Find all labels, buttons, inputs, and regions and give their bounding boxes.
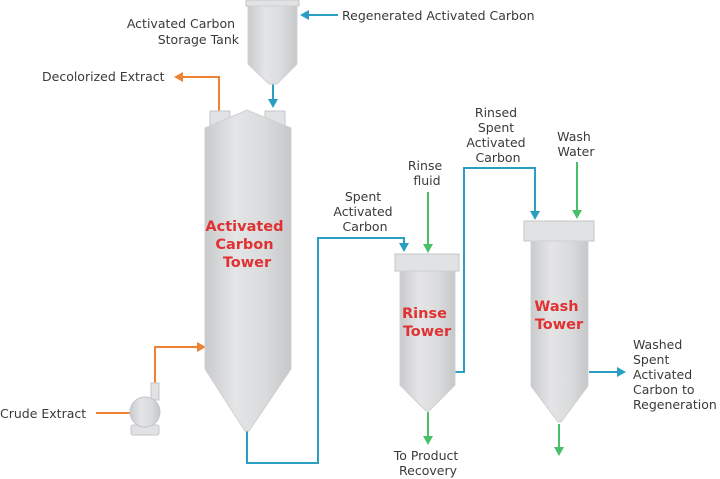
arrow-wash-water-icon — [572, 210, 582, 219]
arrow-tank-icon — [268, 99, 278, 108]
decolorized-label: Decolorized Extract — [42, 69, 165, 84]
storage-tank — [247, 5, 298, 85]
wash-tower-label: Wash Tower — [534, 299, 584, 333]
rinse-tower — [399, 270, 456, 412]
feed-pipe — [154, 346, 198, 385]
crude-extract-label: Crude Extract — [0, 406, 86, 421]
rinse-tower-label: Rinse Tower — [402, 306, 452, 340]
arrow-rinse-fluid-icon — [423, 244, 433, 253]
wash-tower — [530, 240, 589, 423]
spent-carbon-pipe — [246, 237, 405, 464]
arrow-regenerated-icon — [300, 10, 309, 20]
activated-carbon-tower — [204, 109, 292, 432]
storage-tank-top — [245, 0, 300, 7]
arrow-spent-icon — [399, 243, 409, 252]
storage-tank-label: Activated Carbon Storage Tank — [127, 16, 240, 47]
rinsed-carbon-label: Rinsed Spent Activated Carbon — [466, 105, 529, 165]
activated-carbon-tower-label: Activated Carbon Tower — [205, 219, 288, 271]
pump-outlet — [150, 382, 160, 401]
arrow-feed-icon — [197, 342, 206, 352]
spent-carbon-label: Spent Activated Carbon — [333, 189, 396, 234]
rinse-tower-top — [394, 253, 460, 272]
arrow-washed-icon — [617, 367, 626, 377]
pump-icon — [129, 396, 161, 428]
rinsed-carbon-pipe — [455, 167, 536, 373]
decolorized-pipe — [182, 76, 220, 112]
wash-water-label: Wash Water — [557, 129, 595, 159]
wash-tower-top — [523, 220, 595, 242]
arrow-product-icon — [423, 436, 433, 445]
regenerated-label: Regenerated Activated Carbon — [342, 8, 535, 23]
arrow-wash-discharge-icon — [554, 447, 564, 456]
washed-carbon-label: Washed Spent Activated Carbon to Regener… — [633, 337, 717, 412]
product-recovery-label: To Product Recovery — [393, 448, 463, 478]
arrow-rinsed-icon — [530, 211, 540, 220]
rinse-fluid-label: Rinse fluid — [408, 158, 446, 188]
arrow-decolorized-icon — [174, 72, 183, 82]
